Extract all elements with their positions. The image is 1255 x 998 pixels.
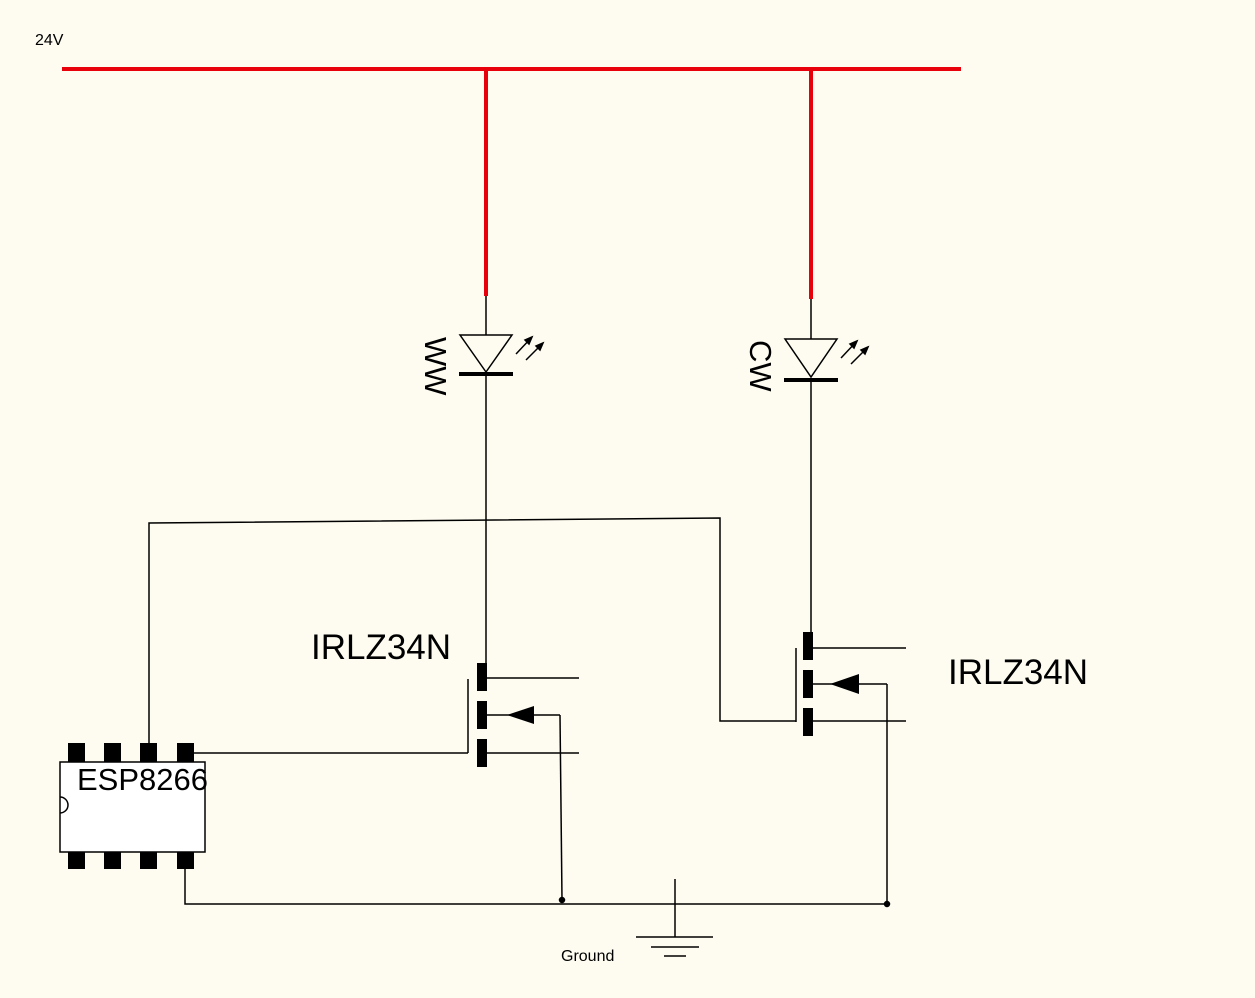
- ground-symbol-icon: [636, 879, 713, 957]
- mosfet-left-label: IRLZ34N: [311, 628, 451, 667]
- mosfet-left: [467, 548, 579, 901]
- led-ww-light-arrows-icon: [515, 335, 545, 361]
- power-rail-24v: [62, 67, 961, 299]
- led-ww-label: WW: [418, 337, 453, 396]
- mosfet-right-label: IRLZ34N: [948, 653, 1088, 692]
- led-cw: [783, 299, 839, 636]
- mosfet-right: [795, 632, 906, 904]
- ground-wire: [184, 869, 891, 908]
- supply-voltage-label: 24V: [35, 32, 64, 49]
- esp8266-label: ESP8266: [77, 762, 208, 797]
- led-ww: [458, 296, 514, 548]
- ground-label: Ground: [561, 948, 614, 965]
- gate-wire-cw: [148, 517, 796, 745]
- esp8266-top-pins: [68, 743, 194, 762]
- esp8266-chip: [59, 743, 206, 869]
- led-cw-label: CW: [743, 340, 778, 392]
- esp8266-bottom-pins: [68, 852, 194, 869]
- led-cw-light-arrows-icon: [840, 339, 870, 365]
